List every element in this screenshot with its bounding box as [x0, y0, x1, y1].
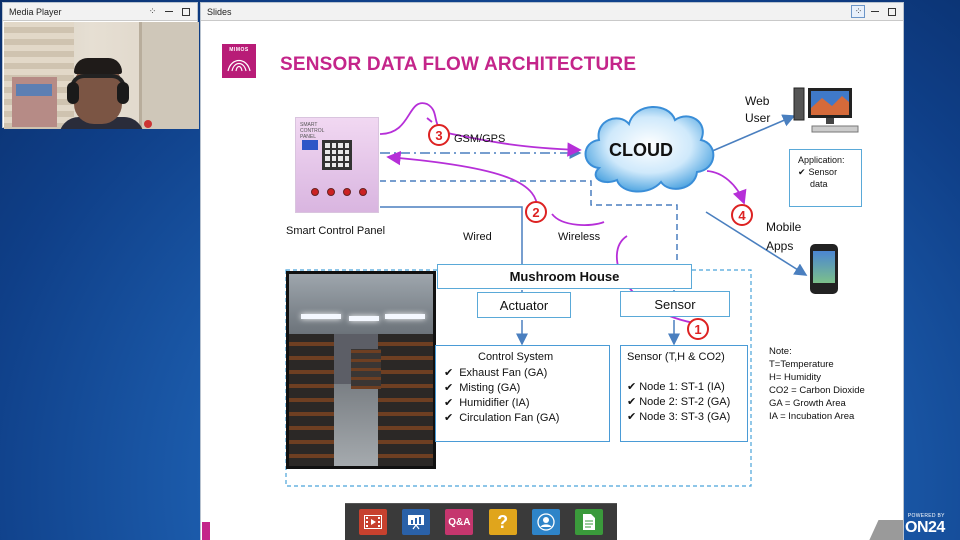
slides-titlebar[interactable]: Slides ⁘ — [201, 3, 903, 21]
document-icon — [583, 514, 596, 530]
mobile-apps-label-line2: Apps — [766, 239, 794, 253]
media-player-title: Media Player — [9, 6, 62, 17]
maximize-icon[interactable] — [179, 5, 193, 18]
slide-title: SENSOR DATA FLOW ARCHITECTURE — [280, 54, 637, 75]
speaker-bio-tool-button[interactable] — [531, 509, 560, 535]
note-line: GA = Growth Area — [769, 398, 846, 409]
film-icon — [363, 515, 382, 529]
control-system-item: ✔Misting (GA) — [444, 382, 521, 394]
wired-label: Wired — [463, 231, 492, 243]
expand-icon[interactable]: ⁘ — [148, 6, 156, 16]
control-system-item: ✔Exhaust Fan (GA) — [444, 367, 548, 379]
media-player-panel: Media Player ⁘ — [2, 2, 199, 129]
expand-icon[interactable]: ⁘ — [851, 5, 865, 18]
web-user-label-line2: User — [745, 111, 771, 125]
application-heading: Application: — [798, 155, 845, 165]
wired-link-line — [380, 206, 523, 268]
slides-tool-button[interactable] — [401, 509, 430, 535]
resources-tool-button[interactable] — [575, 509, 604, 535]
control-system-item: ✔Humidifier (IA) — [444, 397, 530, 409]
control-system-heading: Control System — [478, 351, 554, 363]
flow-arrow-2b — [551, 213, 605, 226]
note-line: H= Humidity — [769, 372, 821, 383]
flow-arrow-4 — [706, 170, 747, 205]
note-line: IA = Incubation Area — [769, 411, 855, 422]
presentation-icon — [407, 515, 424, 530]
cloud-label: CLOUD — [609, 140, 673, 160]
gsm-gps-label: GSM/GPS — [454, 133, 506, 145]
mobile-apps-label-line1: Mobile — [766, 220, 802, 234]
smartphone-icon — [810, 244, 838, 294]
sensor-box-header: Sensor — [620, 291, 730, 317]
application-item: data — [810, 179, 828, 189]
cloud-to-web-line — [709, 114, 796, 153]
wireless-label: Wireless — [558, 231, 601, 243]
sensor-node-item: ✔Node 3: ST-3 (GA) — [627, 411, 731, 423]
slide-footer-accent — [202, 522, 210, 540]
sensor-node-item: ✔Node 1: ST-1 (IA) — [627, 381, 725, 393]
desktop-computer-icon — [793, 87, 859, 133]
actuator-box: Actuator — [477, 292, 571, 318]
smart-control-panel-caption: Smart Control Panel — [286, 225, 386, 237]
check-icon: ✔ — [444, 412, 454, 424]
note-line: T=Temperature — [769, 359, 834, 370]
minimize-icon[interactable] — [162, 5, 176, 18]
speaker-video[interactable] — [4, 22, 199, 129]
console-toolbar: Q&A ? — [345, 503, 617, 540]
slides-title: Slides — [207, 6, 232, 17]
application-box: Application: ✔Sensor data — [789, 149, 862, 207]
mushroom-house-box: Mushroom House — [437, 264, 692, 289]
cloud-to-mobile-line — [705, 211, 808, 276]
on24-logo: ON24 — [905, 519, 945, 536]
check-icon: ✔ — [798, 167, 806, 177]
slides-panel: Slides ⁘ — [200, 2, 904, 540]
check-icon: ✔ — [444, 397, 454, 409]
note-heading: Note: — [769, 346, 792, 357]
step-marker-1: 1 — [687, 318, 709, 340]
mimos-logo: MIMOS — [222, 44, 256, 78]
check-icon: ✔ — [444, 367, 454, 379]
application-item: ✔Sensor — [798, 167, 838, 177]
sensor-nodes-box: Sensor (T,H & CO2) ✔Node 1: ST-1 (IA) ✔N… — [620, 345, 748, 442]
smart-control-panel-image: SMART CONTROL PANEL — [295, 117, 379, 213]
check-icon: ✔ — [627, 381, 637, 393]
sensor-nodes-heading: Sensor (T,H & CO2) — [627, 351, 725, 363]
control-system-item: ✔Circulation Fan (GA) — [444, 412, 560, 424]
step-marker-4: 4 — [731, 204, 753, 226]
note-line: CO2 = Carbon Dioxide — [769, 385, 865, 396]
slide-footer-corner — [868, 520, 903, 540]
powered-by-label: POWERED BY — [907, 513, 945, 519]
slide-canvas: MIMOS SENSOR DATA FLOW ARCHITECTURE SMAR… — [202, 22, 903, 540]
user-icon — [537, 513, 555, 531]
check-icon: ✔ — [444, 382, 454, 394]
sensor-node-item: ✔Node 2: ST-2 (GA) — [627, 396, 731, 408]
maximize-icon[interactable] — [885, 5, 899, 18]
media-player-titlebar[interactable]: Media Player ⁘ — [3, 3, 197, 21]
sensor-label: Sensor — [654, 297, 696, 312]
flow-arrow-2 — [386, 150, 539, 215]
step-marker-2: 2 — [525, 201, 547, 223]
web-user-label-line1: Web — [745, 94, 770, 108]
check-icon: ✔ — [627, 411, 637, 423]
wireless-link-line — [380, 180, 678, 268]
step-marker-3: 3 — [428, 124, 450, 146]
minimize-icon[interactable] — [868, 5, 882, 18]
check-icon: ✔ — [627, 396, 637, 408]
mushroom-house-photo — [286, 271, 436, 469]
mushroom-house-label: Mushroom House — [509, 269, 620, 284]
help-tool-button[interactable]: ? — [488, 509, 517, 535]
control-system-box: Control System ✔Exhaust Fan (GA) ✔Mistin… — [435, 345, 610, 442]
cloud-shape: CLOUD — [577, 90, 727, 200]
qa-tool-button[interactable]: Q&A — [445, 509, 474, 535]
on24-branding: POWERED BY ON24 — [905, 513, 945, 537]
media-player-tool-button[interactable] — [358, 509, 387, 535]
actuator-label: Actuator — [499, 298, 549, 313]
smart-control-panel-heading: SMART CONTROL PANEL — [300, 122, 325, 140]
